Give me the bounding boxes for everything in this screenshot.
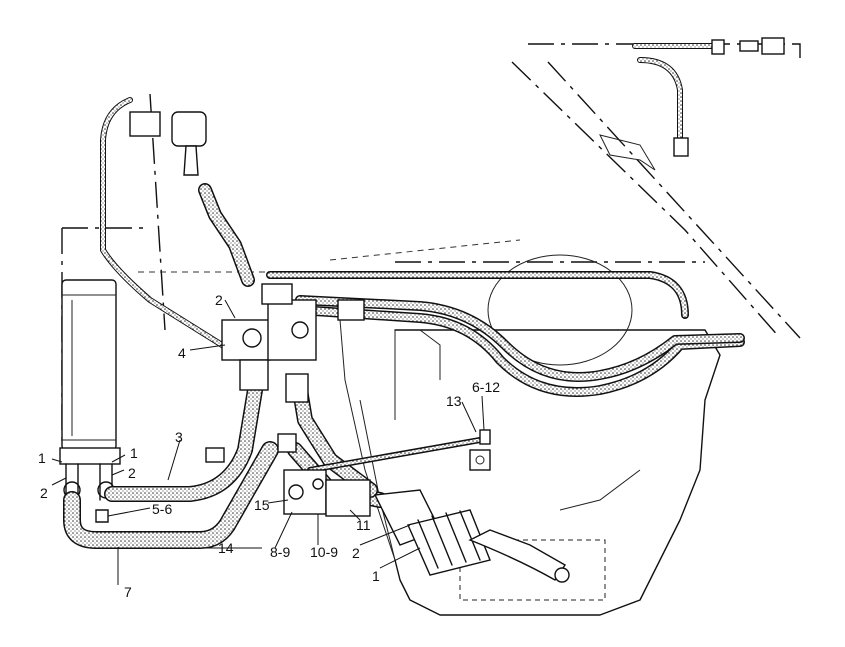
- callout-3: 3: [175, 429, 183, 445]
- callout-5-6: 5-6: [152, 501, 172, 517]
- filter-canister: [59, 279, 121, 523]
- callout-1-pump: 1: [372, 568, 380, 584]
- pump-assembly: [283, 469, 371, 517]
- transmission-housing: [339, 254, 721, 616]
- callout-2-valve: 2: [215, 292, 223, 308]
- callout-2-mid: 2: [128, 465, 136, 481]
- control-valve: [221, 283, 365, 403]
- callout-6-12: 6-12: [472, 379, 500, 395]
- callout-2-left: 2: [40, 485, 48, 501]
- leader-lines: [51, 299, 485, 585]
- callout-4: 4: [178, 345, 186, 361]
- bracket: [205, 429, 491, 471]
- frame-outline: [61, 43, 801, 460]
- callout-8-9: 8-9: [270, 544, 290, 560]
- callout-10-9: 10-9: [310, 544, 338, 560]
- callout-15: 15: [254, 497, 270, 513]
- callout-14: 14: [218, 540, 234, 556]
- callout-1-mid: 1: [130, 445, 138, 461]
- coupling-boot: [373, 489, 570, 583]
- callout-7: 7: [124, 584, 132, 600]
- top-right-fittings: [599, 37, 785, 171]
- hoses: [63, 43, 745, 549]
- callout-labels: 1 2 1 2 3 4 2 5-6 7 14 8-9 10-9 11 2 1 1…: [38, 292, 500, 600]
- actuator-cylinder: [129, 111, 207, 176]
- callout-13: 13: [446, 393, 462, 409]
- callout-2-pump: 2: [352, 545, 360, 561]
- callout-1-left: 1: [38, 450, 46, 466]
- callout-11: 11: [356, 517, 371, 533]
